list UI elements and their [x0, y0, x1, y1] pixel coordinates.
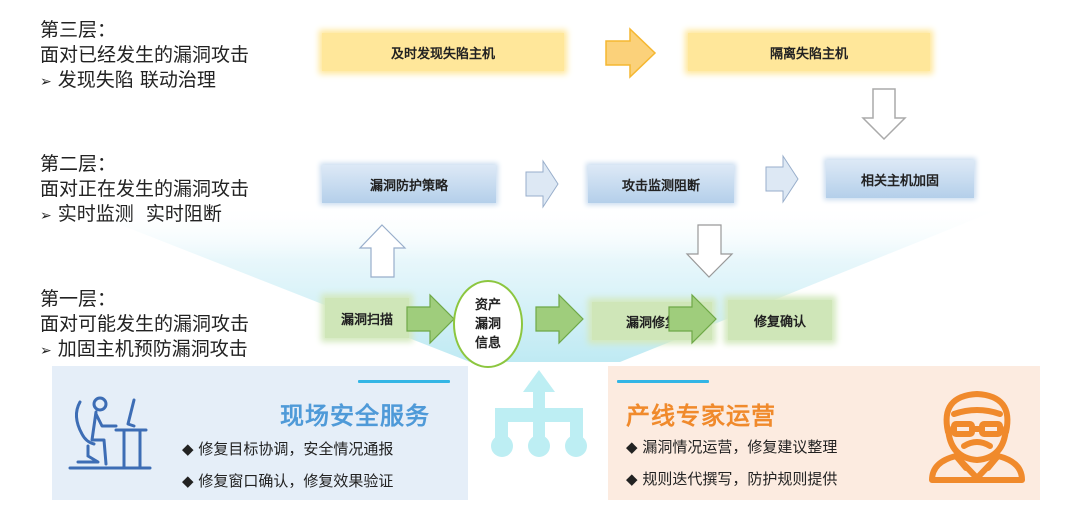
layer1-heading: 第一层： [40, 288, 117, 310]
layer3-heading: 第三层： [40, 19, 117, 41]
diamond-bullet-icon: ◆ [182, 440, 194, 458]
layer3-description: 第三层： 面对已经发生的漏洞攻击 ➢ 发现失陷 联动治理 [40, 18, 249, 95]
step-fix-confirm: 修复确认 [728, 300, 832, 340]
arrowhead-bullet-icon: ➢ [40, 74, 52, 90]
right-arrow-icon [406, 293, 455, 345]
diamond-bullet-icon: ◆ [182, 472, 194, 490]
hierarchy-up-arrow-icon [491, 370, 587, 457]
diamond-bullet-icon: ◆ [626, 470, 638, 488]
onsite-panel-title: 现场安全服务 [280, 402, 430, 430]
onsite-item: ◆ 修复窗口确认，修复效果验证 [182, 472, 394, 490]
layer2-heading: 第二层： [40, 153, 117, 175]
expert-item: ◆ 规则迭代撰写，防护规则提供 [626, 470, 838, 488]
up-arrow-icon [358, 224, 407, 278]
accent-line [358, 380, 450, 383]
expert-operations-panel: 产线专家运营 ◆ 漏洞情况运营，修复建议整理 ◆ 规则迭代撰写，防护规则提供 [608, 366, 1040, 500]
person-at-desk-icon [68, 396, 152, 470]
arrowhead-bullet-icon: ➢ [40, 208, 52, 224]
expert-person-icon [929, 391, 1025, 483]
step-vuln-protection-policy: 漏洞防护策略 [322, 165, 496, 203]
step-isolate-compromised-host: 隔离失陷主机 [688, 33, 930, 71]
right-arrow-icon [765, 154, 799, 204]
layer1-description: 第一层： 面对可能发生的漏洞攻击 ➢ 加固主机预防漏洞攻击 [40, 287, 249, 364]
layer2-subtitle: 面对正在发生的漏洞攻击 [40, 178, 250, 200]
arrowhead-bullet-icon: ➢ [40, 343, 52, 359]
step-detect-compromised-host: 及时发现失陷主机 [322, 33, 564, 71]
diamond-bullet-icon: ◆ [626, 438, 638, 456]
accent-line [617, 380, 709, 383]
layer1-subtitle: 面对可能发生的漏洞攻击 [40, 313, 250, 335]
expert-panel-title: 产线专家运营 [626, 402, 776, 430]
down-arrow-icon [861, 88, 907, 141]
expert-item: ◆ 漏洞情况运营，修复建议整理 [626, 438, 838, 456]
layer1-bullet: ➢ 加固主机预防漏洞攻击 [40, 338, 248, 360]
step-host-hardening: 相关主机加固 [826, 160, 974, 198]
onsite-security-panel: 现场安全服务 ◆ 修复目标协调，安全情况通报 ◆ 修复窗口确认，修复效果验证 [52, 366, 468, 500]
layer2-description: 第二层： 面对正在发生的漏洞攻击 ➢ 实时监测 实时阻断 [40, 152, 249, 229]
step-vuln-scan: 漏洞扫描 [325, 298, 409, 338]
onsite-item: ◆ 修复目标协调，安全情况通报 [182, 440, 394, 458]
right-arrow-icon [668, 293, 717, 345]
right-arrow-icon [605, 27, 657, 79]
step-attack-monitor-block: 攻击监测阻断 [588, 165, 734, 203]
center-node-asset-vuln-info: 资产 漏洞 信息 [453, 280, 523, 368]
layer3-bullet: ➢ 发现失陷 联动治理 [40, 69, 216, 91]
layer2-bullet: ➢ 实时监测 实时阻断 [40, 203, 222, 225]
layer3-subtitle: 面对已经发生的漏洞攻击 [40, 44, 250, 66]
right-arrow-icon [535, 293, 584, 345]
right-arrow-icon [525, 159, 559, 209]
down-arrow-icon [685, 224, 734, 278]
